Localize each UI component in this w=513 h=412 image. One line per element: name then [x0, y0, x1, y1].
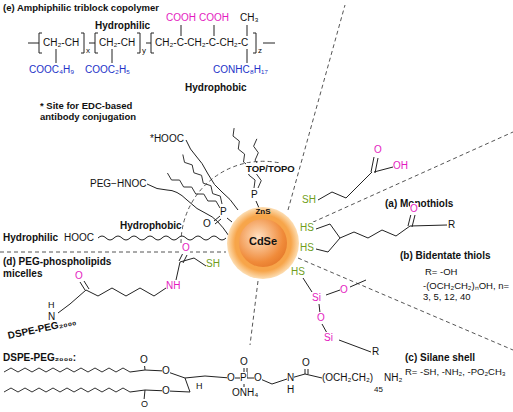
divider-line [0, 252, 226, 253]
chemical-label: DSPE-PEG₂₀₀₀: [3, 352, 76, 364]
chemical-label: DSPE-PEG₂₀₀₀ [7, 316, 78, 342]
chemical-label: *HOOC [150, 133, 184, 145]
chemical-label: O [203, 218, 211, 230]
section-heading: (a) Monothiols [385, 198, 453, 210]
alkyl-chains [4, 128, 261, 392]
chemical-label: CH₂-C-CH₂-C-CH₂-C [155, 37, 248, 49]
chemical-label: O [162, 385, 170, 397]
chemical-label: H [196, 381, 203, 392]
chemical-label: O [374, 144, 382, 156]
section-heading: (e) Amphiphilic triblock copolymer [3, 2, 159, 13]
chemical-label: (OCH₂CH₂) [322, 372, 373, 384]
chemical-label: R= -OH [425, 266, 457, 277]
region-label: Hydrophobic [120, 220, 182, 232]
chemical-label: O [302, 357, 310, 369]
wavy-ligand [186, 140, 238, 210]
chemical-bonds [28, 25, 447, 400]
chemical-label: x [86, 46, 90, 56]
chemical-label: NH₂ [384, 372, 402, 384]
silane-chain [303, 278, 371, 352]
chemical-label: COOH [199, 12, 229, 24]
chemical-label: SH [302, 194, 316, 206]
chemical-label: Si [312, 292, 321, 304]
chemical-label: O [182, 242, 190, 254]
chemical-label: O [340, 284, 348, 296]
polymer-bracket [39, 33, 256, 53]
region-label: Hydrophilic [95, 20, 150, 32]
region-label: Hydrophobic [185, 82, 247, 94]
chemical-label: * Site for EDC-based antibody conjugatio… [40, 100, 165, 123]
chemical-label: SH [206, 258, 220, 270]
chemical-label: NH [166, 280, 180, 292]
divider-line [298, 258, 513, 350]
section-heading: (b) Bidentate thiols [400, 250, 491, 262]
node-label: CdSe [239, 235, 287, 247]
chemical-label: P [251, 189, 258, 201]
chemical-label: O [140, 354, 148, 366]
chemical-label: O [162, 365, 170, 377]
chemical-label: TOP/TOPO [246, 163, 295, 174]
wavy-ligand [98, 236, 226, 240]
node-label: ZnS [227, 208, 299, 217]
chemical-label: ONH₄ [232, 387, 258, 399]
alkyl-chain [4, 368, 130, 372]
chemical-label: y [142, 46, 146, 56]
chemical-label: HS [300, 242, 314, 254]
divider-line [288, 5, 345, 210]
chemical-label: N [287, 372, 294, 384]
alkyl-chain [4, 388, 130, 392]
cdse-core: CdSe [239, 219, 287, 267]
chemical-label: OH [393, 160, 408, 172]
chemical-label: CH₂-CH [99, 37, 135, 49]
chemical-label: R [372, 346, 379, 358]
chemical-label: -(OCH₂CH₂)ₙOH, n= 3, 5, 12, 40 [423, 280, 511, 303]
section-heading: (c) Silane shell [405, 352, 475, 364]
sector-dividers [0, 5, 513, 350]
chemical-label: O [75, 270, 83, 282]
chemical-label: O [141, 399, 148, 410]
chemical-label: P [220, 206, 227, 218]
chemical-label: O [254, 372, 262, 384]
alkyl-chain [233, 128, 255, 188]
monothiol-chain [318, 157, 393, 200]
chemical-label: P [240, 372, 247, 384]
chemical-label: COOC₄H₉ [29, 64, 74, 76]
chemical-label: O [317, 312, 325, 324]
chemical-label: O [227, 372, 235, 384]
chemical-label: PEG−HNOC [90, 178, 146, 190]
chemical-label: Si [324, 332, 333, 344]
chemical-label: H [48, 300, 55, 311]
chemical-label: R= -SH, -NH₂, -PO₂CH₃ [405, 366, 511, 377]
chemical-label: R [448, 219, 455, 231]
chemical-label: CH₂-CH [43, 37, 79, 49]
chemical-label: O [240, 356, 248, 368]
chemical-label: z [258, 46, 262, 56]
chemical-label: 45 [374, 385, 383, 395]
divider-line [300, 132, 513, 228]
region-label: Hydrophilic [3, 232, 58, 244]
chemical-label: COOH [166, 12, 196, 24]
chemical-label: COOC₂H₅ [85, 64, 130, 76]
alkyl-chain [183, 155, 222, 204]
zns-shell: ZnS CdSe [227, 207, 299, 279]
phospholipid-headgroup [130, 360, 322, 400]
divider-line [250, 281, 258, 345]
chemical-label: HS [300, 222, 314, 234]
chemical-label: H [287, 384, 294, 396]
bidentate-chain [316, 214, 447, 252]
chemical-label: CONHC₈H₁₇ [213, 64, 268, 76]
chemical-label: HS [291, 266, 305, 278]
chemical-label: O [410, 203, 418, 215]
chemical-label: HOOC [64, 232, 94, 244]
chemical-label: CH₃ [240, 12, 259, 24]
section-heading: (d) PEG-phospholipids micelles [3, 256, 131, 280]
